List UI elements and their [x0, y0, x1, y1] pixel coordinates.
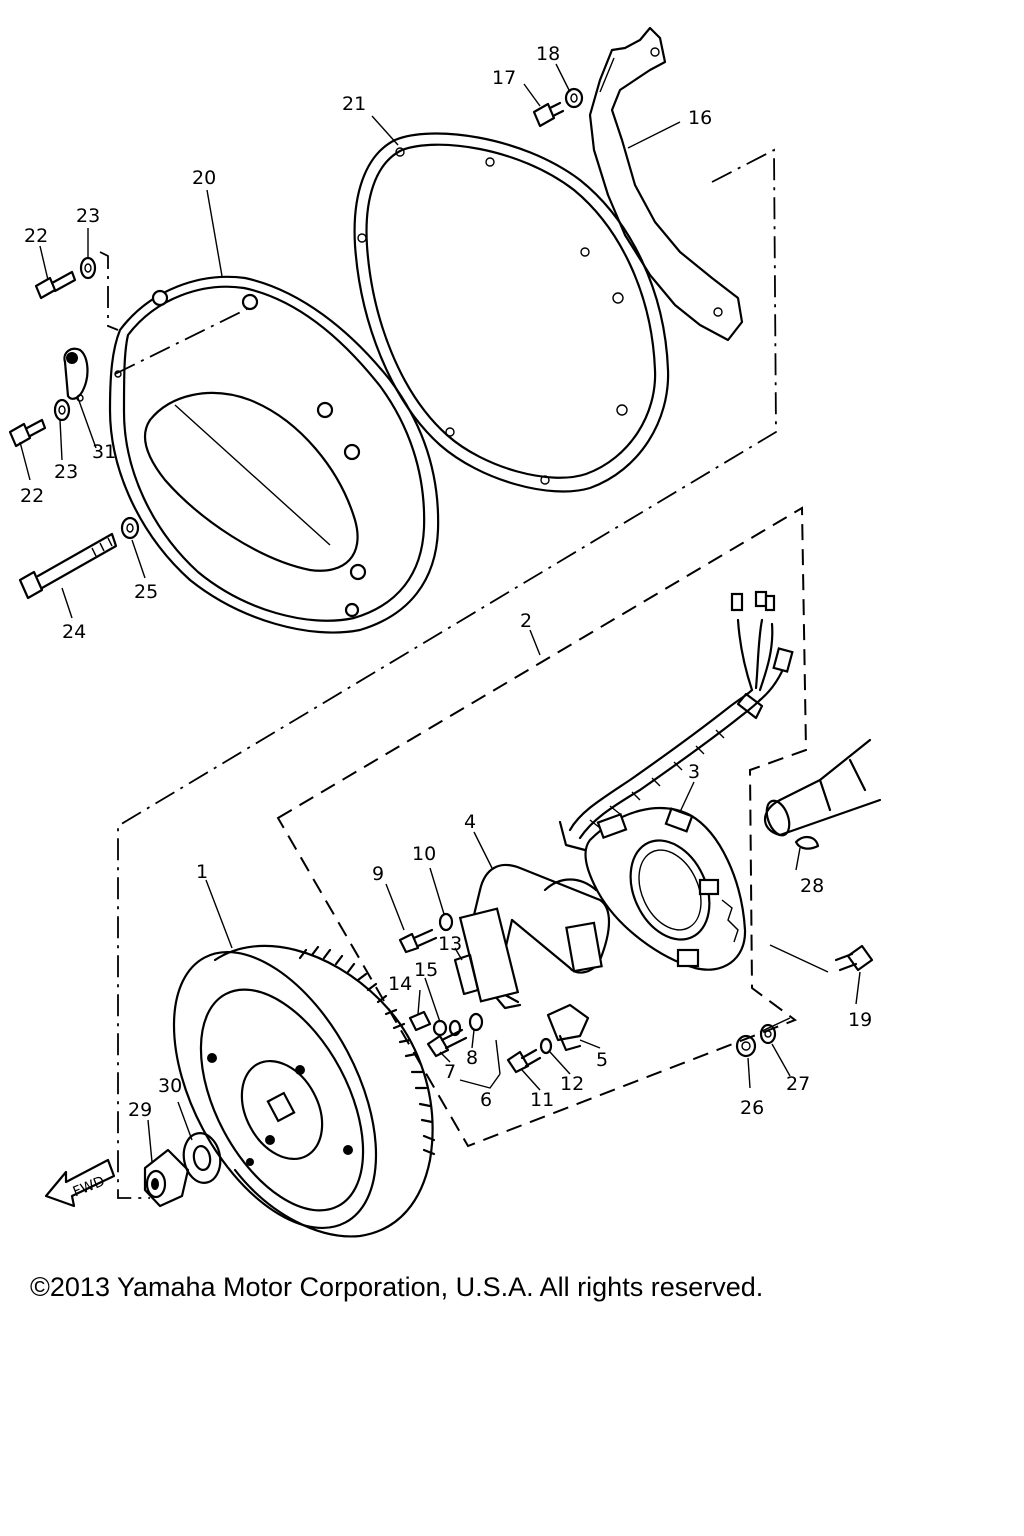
callout-2: 2 [520, 610, 532, 632]
bolt-17 [532, 101, 565, 128]
screw-11 [506, 1048, 542, 1074]
bolt-22-top [34, 270, 77, 300]
callout-5: 5 [596, 1049, 608, 1071]
callout-25: 25 [134, 581, 158, 603]
washer-12 [539, 1037, 553, 1055]
callout-6: 6 [480, 1089, 492, 1111]
callout-28: 28 [800, 875, 824, 897]
callout-9: 9 [372, 863, 384, 885]
pulser-coil-4 [458, 863, 610, 1010]
stator-base-3 [584, 807, 747, 971]
callout-27: 27 [786, 1073, 810, 1095]
leader-lines [19, 63, 861, 1163]
callout-31: 31 [92, 441, 116, 463]
clip-31 [63, 347, 89, 402]
callout-labels: 1 2 3 4 5 6 7 8 9 10 11 12 13 14 15 16 1… [20, 43, 872, 1121]
exploded-parts-diagram: FWD [8, 26, 882, 1238]
callout-3: 3 [688, 761, 700, 783]
callout-8: 8 [466, 1047, 478, 1069]
flywheel-nut-29 [143, 1148, 190, 1208]
callout-16: 16 [688, 107, 712, 129]
callout-19: 19 [848, 1009, 872, 1031]
cover-20 [108, 275, 440, 634]
bolt-22-lower [8, 418, 47, 448]
washer-27 [759, 1023, 777, 1045]
callout-14: 14 [388, 973, 412, 995]
washer-25 [120, 516, 140, 540]
callout-1: 1 [196, 861, 208, 883]
callout-22-top: 22 [24, 225, 48, 247]
screw-14 [408, 1010, 432, 1032]
callout-26: 26 [740, 1097, 764, 1119]
woodruff-key-28 [794, 836, 820, 850]
bolt-19 [834, 944, 874, 972]
fwd-arrow: FWD [44, 1158, 116, 1208]
cover-group-frame [99, 148, 777, 1199]
callout-30: 30 [158, 1075, 182, 1097]
washer-23-top [79, 256, 97, 280]
gasket-21 [353, 132, 670, 493]
callout-15: 15 [414, 959, 438, 981]
bolt-24 [18, 532, 118, 600]
callout-18: 18 [536, 43, 560, 65]
screw-7 [426, 1028, 468, 1058]
callout-17: 17 [492, 67, 516, 89]
callout-21: 21 [342, 93, 366, 115]
bracket-13 [453, 953, 480, 996]
callout-23-lower: 23 [54, 461, 78, 483]
wire-harness [558, 590, 794, 852]
callout-4: 4 [464, 811, 476, 833]
callout-7: 7 [444, 1061, 456, 1083]
coil-component-5 [546, 1003, 590, 1052]
washer-18 [564, 87, 584, 109]
callout-22-lower: 22 [20, 485, 44, 507]
bracket-16 [588, 26, 744, 342]
callout-11: 11 [530, 1089, 554, 1111]
callout-10: 10 [412, 843, 436, 865]
callout-12: 12 [560, 1073, 584, 1095]
washer-30 [182, 1132, 222, 1184]
flywheel-1 [172, 944, 436, 1238]
screw-9 [398, 928, 438, 954]
callout-24: 24 [62, 621, 86, 643]
washer-10 [438, 912, 454, 932]
callout-13: 13 [438, 933, 462, 955]
copyright-notice: ©2013 Yamaha Motor Corporation, U.S.A. A… [30, 1272, 764, 1302]
washer-23-lower [53, 398, 71, 422]
callout-23-top: 23 [76, 205, 100, 227]
crankshaft [763, 738, 882, 837]
callout-29: 29 [128, 1099, 152, 1121]
callout-20: 20 [192, 167, 216, 189]
washer-8 [468, 1012, 484, 1032]
nut-26 [735, 1034, 757, 1058]
